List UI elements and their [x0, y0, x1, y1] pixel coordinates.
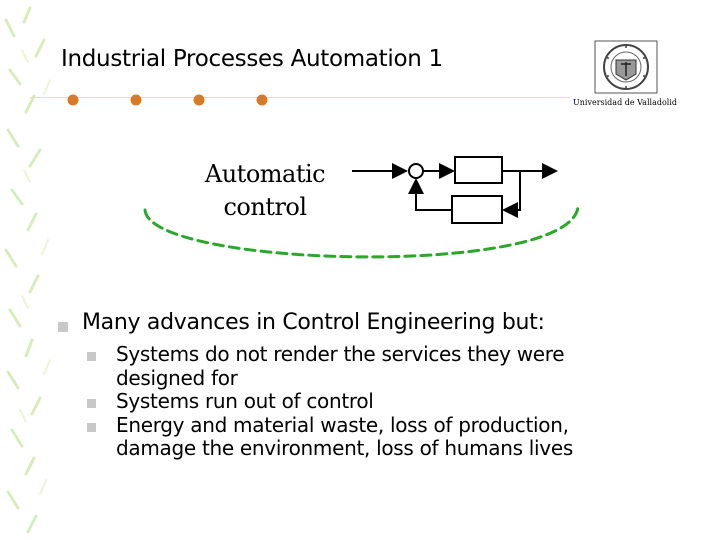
- header-dot: [67, 94, 79, 106]
- automatic-control-line2: control: [223, 193, 307, 221]
- feedback-block: [451, 195, 503, 224]
- main-bullet-text: Many advances in Control Engineering but…: [82, 310, 545, 335]
- plant-block: [454, 156, 503, 184]
- slide-title: Industrial Processes Automation 1: [61, 46, 443, 72]
- square-bullet-icon: [87, 422, 96, 432]
- university-seal-icon: [594, 40, 658, 94]
- feedback-return: [408, 178, 452, 211]
- feedback-loop-diagram: [352, 156, 558, 224]
- sub-bullet-item: Systems run out of control: [85, 389, 705, 414]
- sub-bullet-line: Systems run out of control: [116, 389, 374, 413]
- sub-bullet-list: Systems do not render the services they …: [85, 342, 705, 461]
- automatic-control-label: Automatic control: [190, 158, 340, 224]
- sub-bullet-item: Energy and material waste, loss of produ…: [85, 412, 705, 461]
- feedback-branch: [502, 171, 521, 218]
- university-name: Universidad de Valladolid: [572, 98, 678, 107]
- sub-bullet-line: Energy and material waste, loss of produ…: [116, 412, 569, 437]
- sub-bullet-item: Systems do not render the services they …: [85, 342, 705, 390]
- header-dot: [193, 94, 205, 106]
- square-bullet-icon: [58, 322, 68, 332]
- header-dot: [130, 94, 142, 106]
- header-divider: [30, 97, 570, 98]
- header-dot: [256, 94, 268, 106]
- sub-bullet-line: Systems do not render the services they …: [116, 342, 565, 366]
- sub-bullet-line: damage the environment, loss of humans l…: [116, 436, 573, 460]
- dashed-arc: [143, 205, 580, 259]
- sub-bullet-line: designed for: [116, 365, 238, 390]
- leaf-decoration: [4, 6, 51, 534]
- square-bullet-icon: [87, 352, 96, 361]
- header-dots: [67, 94, 268, 106]
- summing-junction: [408, 163, 424, 179]
- automatic-control-line1: Automatic: [204, 160, 326, 188]
- square-bullet-icon: [87, 399, 96, 408]
